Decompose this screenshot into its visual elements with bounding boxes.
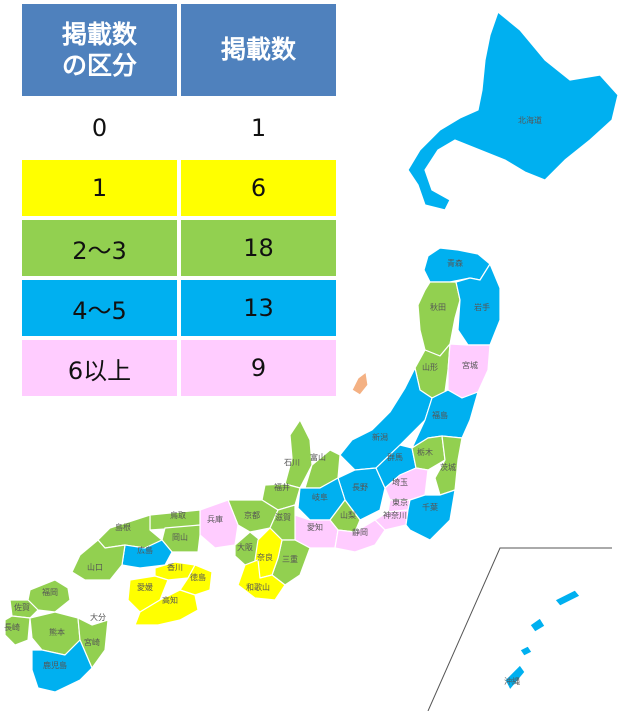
prefecture-label: 長崎 — [4, 622, 20, 632]
legend-range-cell: 4〜5 — [22, 280, 177, 336]
legend-count-cell: 1 — [181, 100, 336, 156]
prefecture-label: 岡山 — [172, 532, 188, 542]
prefecture-label: 高知 — [162, 595, 178, 605]
prefecture-label: 愛知 — [307, 522, 323, 532]
legend-count-cell: 13 — [181, 280, 336, 336]
prefecture-label: 滋賀 — [275, 512, 291, 522]
prefecture-label: 山梨 — [340, 510, 356, 520]
prefecture-label: 長野 — [352, 483, 368, 492]
legend-count-cell: 18 — [181, 220, 336, 276]
prefecture-label: 神奈川 — [383, 510, 407, 520]
island-shape — [351, 371, 369, 396]
island-shape — [529, 617, 546, 633]
okinawa-inset-frame — [427, 547, 612, 711]
prefecture-label: 茨城 — [440, 462, 456, 472]
prefecture-label: 岐阜 — [312, 492, 328, 502]
prefecture-label: 新潟 — [372, 432, 388, 442]
prefecture-region — [9, 599, 39, 619]
prefecture-label: 広島 — [137, 545, 153, 555]
prefecture-region — [31, 639, 93, 693]
prefecture-label: 宮城 — [462, 360, 478, 370]
legend-row: 2〜3 18 — [22, 220, 336, 276]
legend-range-cell: 1 — [22, 160, 177, 216]
prefecture-label: 三重 — [282, 554, 298, 564]
prefecture-label: 岩手 — [474, 302, 490, 312]
prefecture-label: 島根 — [115, 522, 131, 532]
prefecture-label: 北海道 — [518, 115, 542, 125]
prefecture-region — [407, 11, 619, 211]
legend-row: 6以上 9 — [22, 340, 336, 396]
prefecture-label: 千葉 — [422, 502, 438, 512]
prefecture-label: 鹿児島 — [43, 660, 67, 670]
prefecture-label: 栃木 — [417, 447, 433, 457]
legend-header-row: 掲載数 の区分 掲載数 — [22, 4, 336, 96]
island-shape — [554, 589, 581, 607]
prefecture-region — [4, 615, 31, 646]
legend-row: 0 1 — [22, 100, 336, 156]
prefecture-label: 兵庫 — [207, 514, 223, 524]
legend-table: 掲載数 の区分 掲載数 0 1 1 6 2〜3 18 4〜5 13 6以上 9 — [22, 4, 336, 400]
prefecture-label: 秋田 — [430, 302, 446, 312]
prefecture-label: 京都 — [244, 510, 260, 520]
prefecture-label: 大阪 — [237, 542, 253, 552]
prefecture-label: 宮崎 — [84, 637, 100, 647]
legend-range-cell: 2〜3 — [22, 220, 177, 276]
prefecture-region — [455, 263, 501, 346]
prefecture-label: 沖縄 — [504, 676, 520, 686]
prefecture-label: 大分 — [90, 612, 106, 622]
prefecture-label: 青森 — [447, 258, 463, 268]
legend-row: 4〜5 13 — [22, 280, 336, 336]
prefecture-label: 山口 — [87, 562, 103, 572]
island-shape — [519, 645, 533, 657]
prefecture-label: 福岡 — [42, 588, 58, 597]
prefecture-label: 鳥取 — [170, 510, 186, 520]
prefecture-region — [405, 489, 456, 541]
prefecture-region — [447, 343, 491, 399]
prefecture-label: 福島 — [432, 410, 448, 420]
prefecture-label: 熊本 — [49, 627, 65, 637]
prefecture-label: 福井 — [274, 482, 290, 492]
prefecture-region — [334, 519, 386, 553]
legend-row: 1 6 — [22, 160, 336, 216]
legend-count-cell: 6 — [181, 160, 336, 216]
prefecture-label: 奈良 — [257, 552, 273, 562]
prefecture-label: 東京 — [392, 497, 408, 507]
legend-range-cell: 0 — [22, 100, 177, 156]
legend-count-cell: 9 — [181, 340, 336, 396]
legend-header-range: 掲載数 の区分 — [22, 4, 177, 96]
prefecture-label: 山形 — [422, 362, 438, 372]
legend-header-count: 掲載数 — [181, 4, 336, 96]
prefecture-label: 佐賀 — [14, 602, 30, 612]
prefecture-region — [121, 539, 173, 569]
prefecture-region — [71, 539, 126, 581]
prefecture-label: 香川 — [167, 562, 183, 572]
prefecture-region — [237, 559, 286, 601]
legend-range-cell: 6以上 — [22, 340, 177, 396]
prefecture-label: 徳島 — [190, 572, 206, 582]
prefecture-label: 群馬 — [387, 452, 403, 462]
prefecture-label: 埼玉 — [392, 477, 408, 487]
prefecture-label: 静岡 — [352, 527, 368, 537]
prefecture-label: 愛媛 — [137, 582, 153, 592]
prefecture-label: 石川 — [284, 458, 300, 467]
prefecture-region — [504, 664, 526, 691]
prefecture-label: 富山 — [310, 452, 326, 462]
prefecture-region — [374, 509, 409, 531]
prefecture-region — [134, 589, 199, 626]
prefecture-label: 和歌山 — [246, 582, 270, 592]
